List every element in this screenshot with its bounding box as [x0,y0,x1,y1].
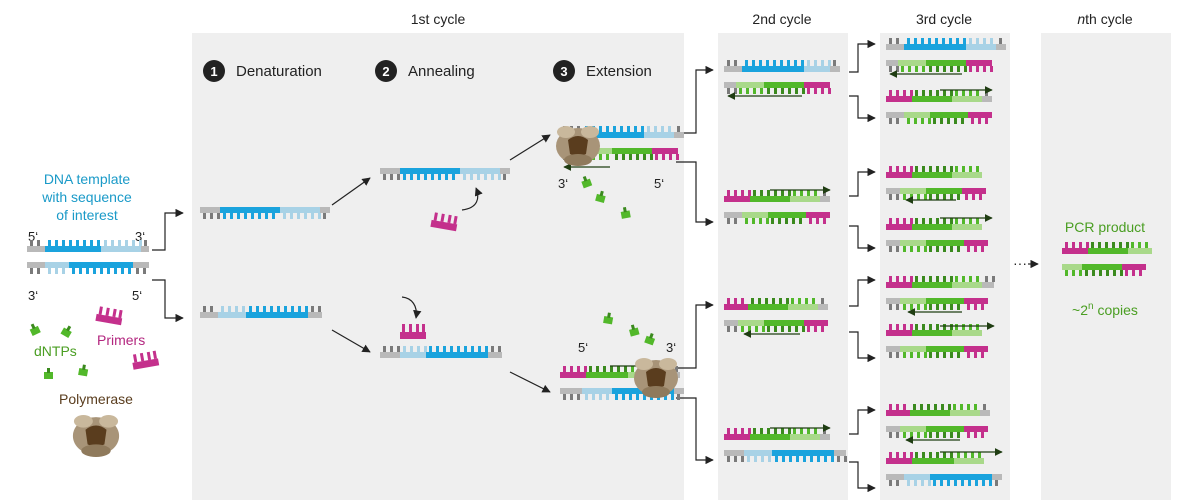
c2-strand-1-bottom [724,82,831,94]
c2-strand-3-bottom [724,320,828,332]
c3-strand-4-bottom [886,240,988,252]
cycle2-header: 2nd cycle [752,11,811,27]
c3-strand-4-top [886,218,982,230]
step-label: Extension [586,63,652,80]
primer-bind-arrow-bottom [401,296,422,319]
cycle3-header: 3rd cycle [916,11,972,27]
c3-strand-1-bottom [886,60,993,72]
dntp-icon [581,175,593,189]
c3-strand-8-top [886,452,984,464]
split-arrow-top [152,208,184,251]
dntp-icon [60,325,72,339]
continuation-dots: ··· [1013,255,1027,271]
copies-exponent: n [1088,301,1094,312]
step-label: Denaturation [236,63,322,80]
step-label: Annealing [408,63,475,80]
denat-to-anneal-top [331,177,371,206]
extension-top-polymerase [556,126,600,166]
dntp-icon [644,333,656,346]
step-number: 3 [560,64,567,79]
template-label-line2: with sequence [41,189,132,205]
cycleN-header-rest: th cycle [1085,11,1133,27]
c3-strand-2-bottom [886,112,992,124]
copies-suffix: copies [1094,302,1138,318]
template-label-line1: DNA template [44,171,131,187]
c2-strand-4-bottom [724,450,847,462]
ext-bottom-three-prime: 3‘ [666,340,676,355]
dntp-icon [629,324,640,337]
c3-strand-2-top [886,90,992,102]
template-three-prime-label: 3‘ [135,229,145,244]
c3-strand-3-bottom [886,188,986,200]
cycle1-header: 1st cycle [411,11,466,27]
dna-strands [27,38,1152,486]
c3-strand-5-top [886,276,995,288]
dntp-icon [44,368,53,379]
anneal-to-ext-bottom [509,371,551,393]
c2-strand-2-top [724,190,830,202]
legend-primer-1 [95,306,123,326]
c3-strand-1-top [886,38,1006,50]
copies-prefix: ~2 [1072,302,1088,318]
c3-strand-7-bottom [886,426,988,438]
dntp-icon [29,323,41,336]
primers-label: Primers [97,332,145,348]
dntp-icon [595,190,606,203]
anneal-to-ext-top [509,134,551,161]
anneal-bound-primer [400,324,426,339]
ext-top-three-prime: 3‘ [558,176,568,191]
template-three-prime-label-bottom: 3‘ [28,288,38,303]
c3-strand-6-bottom [886,346,988,358]
template-top [27,240,149,252]
legend-polymerase [72,415,120,457]
c2-strand-2-bottom [724,212,830,224]
dntp-icon [620,206,631,219]
denat-bottom-strand [200,306,322,318]
c3-strand-5-bottom [886,298,988,310]
pcr-product-bottom [1062,264,1146,276]
step-extension: 3 Extension [553,60,652,82]
c2-strand-1-top [724,60,840,72]
c3-strand-3-top [886,166,982,178]
pcr-product-top [1062,242,1152,254]
template-five-prime-label: 5‘ [28,229,38,244]
product-copies: ~2n copies [1072,301,1138,318]
step-denaturation: 1 Denaturation [203,60,322,82]
split-arrow-bottom [152,279,184,323]
cycle2-panel [718,33,848,500]
step-annealing: 2 Annealing [375,60,475,82]
denat-top-strand [200,207,330,219]
c3-strand-7-top [886,404,990,416]
dntps-label: dNTPs [34,343,77,359]
step-number: 2 [382,64,389,79]
polymerase-label: Polymerase [59,391,133,407]
dntp-icon [78,364,89,377]
flow-arrows [152,39,1039,493]
anneal-top-strand [380,168,510,180]
step-number: 1 [210,64,217,79]
c2-strand-4-top [724,428,830,440]
product-label: PCR product [1065,219,1145,235]
anneal-bottom-strand [380,346,502,358]
ext-top-five-prime: 5‘ [654,176,664,191]
template-bottom [27,262,149,274]
cycle1-panel [192,33,684,500]
anneal-free-primer [430,212,458,232]
dntp-icon [603,312,614,325]
legend-primer-2 [132,350,160,370]
cycleN-header-n: n [1077,11,1085,27]
denat-to-anneal-bottom [331,329,371,353]
c3-strand-8-bottom [886,474,1002,486]
cycle3-panel [880,33,1010,500]
ext-bottom-five-prime: 5‘ [578,340,588,355]
template-five-prime-label-bottom: 5‘ [132,288,142,303]
extension-bottom-polymerase [634,358,678,398]
cycleN-header: nth cycle [1077,11,1132,27]
c2-strand-3-top [724,298,828,310]
c3-strand-6-top [886,324,982,336]
template-label-line3: of interest [56,207,118,223]
primer-bind-arrow-top [461,187,483,211]
